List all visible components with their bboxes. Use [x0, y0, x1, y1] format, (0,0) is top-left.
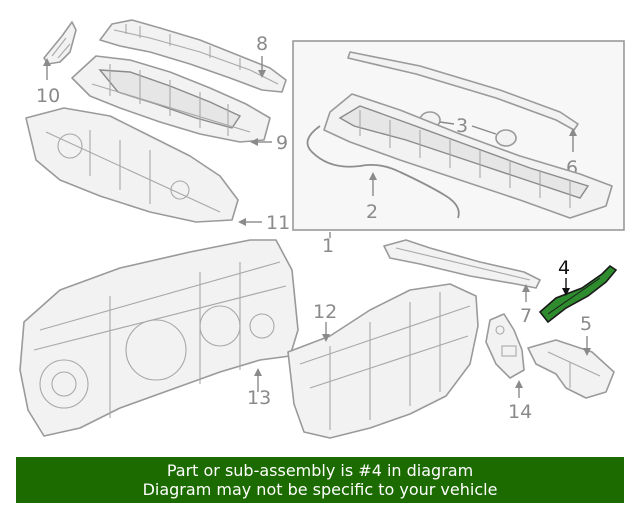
part-1-cowl-vent-panel	[323, 93, 613, 219]
part-14-bracket	[485, 313, 525, 379]
callout-8: 8	[256, 33, 268, 55]
part-8-cowl-rail	[99, 19, 287, 93]
part-10-bracket	[43, 21, 77, 65]
part-12-dash-insulator	[287, 283, 479, 439]
part-7-side-seal	[383, 239, 541, 289]
callout-13: 13	[247, 387, 271, 409]
callout-4: 4	[558, 257, 570, 279]
arrow-6	[569, 128, 577, 136]
banner-line-1: Part or sub-assembly is #4 in diagram	[166, 461, 474, 480]
callout-10: 10	[36, 85, 60, 107]
leader-3b	[471, 125, 497, 135]
arrow-14	[515, 380, 523, 388]
info-banner: Part or sub-assembly is #4 in diagram Di…	[16, 457, 624, 503]
callout-3: 3	[456, 115, 468, 137]
arrow-4	[562, 288, 570, 296]
arrow-11	[238, 218, 246, 226]
callout-14: 14	[508, 401, 532, 423]
callout-5: 5	[580, 313, 592, 335]
part-4-highlighted-bracket	[538, 264, 618, 324]
part-5-bracket	[527, 339, 615, 399]
callout-11: 11	[266, 212, 290, 234]
part-13-dash-lower	[19, 239, 299, 437]
callout-1: 1	[322, 235, 334, 257]
arrow-5	[583, 348, 591, 356]
arrow-10	[43, 58, 51, 66]
callout-12: 12	[313, 301, 337, 323]
arrow-2	[369, 172, 377, 180]
arrow-12	[322, 334, 330, 342]
callout-2: 2	[366, 201, 378, 223]
callout-7: 7	[520, 305, 532, 327]
part-2-washer-hose	[306, 125, 460, 219]
arrow-9	[250, 138, 258, 146]
arrow-7	[522, 284, 530, 292]
callout-9: 9	[276, 132, 288, 154]
leader-3a	[439, 121, 455, 125]
banner-line-2: Diagram may not be specific to your vehi…	[142, 480, 498, 499]
parts-diagram: 10 8 9 11 6 3	[19, 19, 625, 439]
arrow-8	[258, 70, 266, 78]
part-11-dash-panel-upper	[25, 107, 239, 223]
part-9-cowl-panel	[71, 55, 271, 143]
arrow-13	[254, 368, 262, 376]
